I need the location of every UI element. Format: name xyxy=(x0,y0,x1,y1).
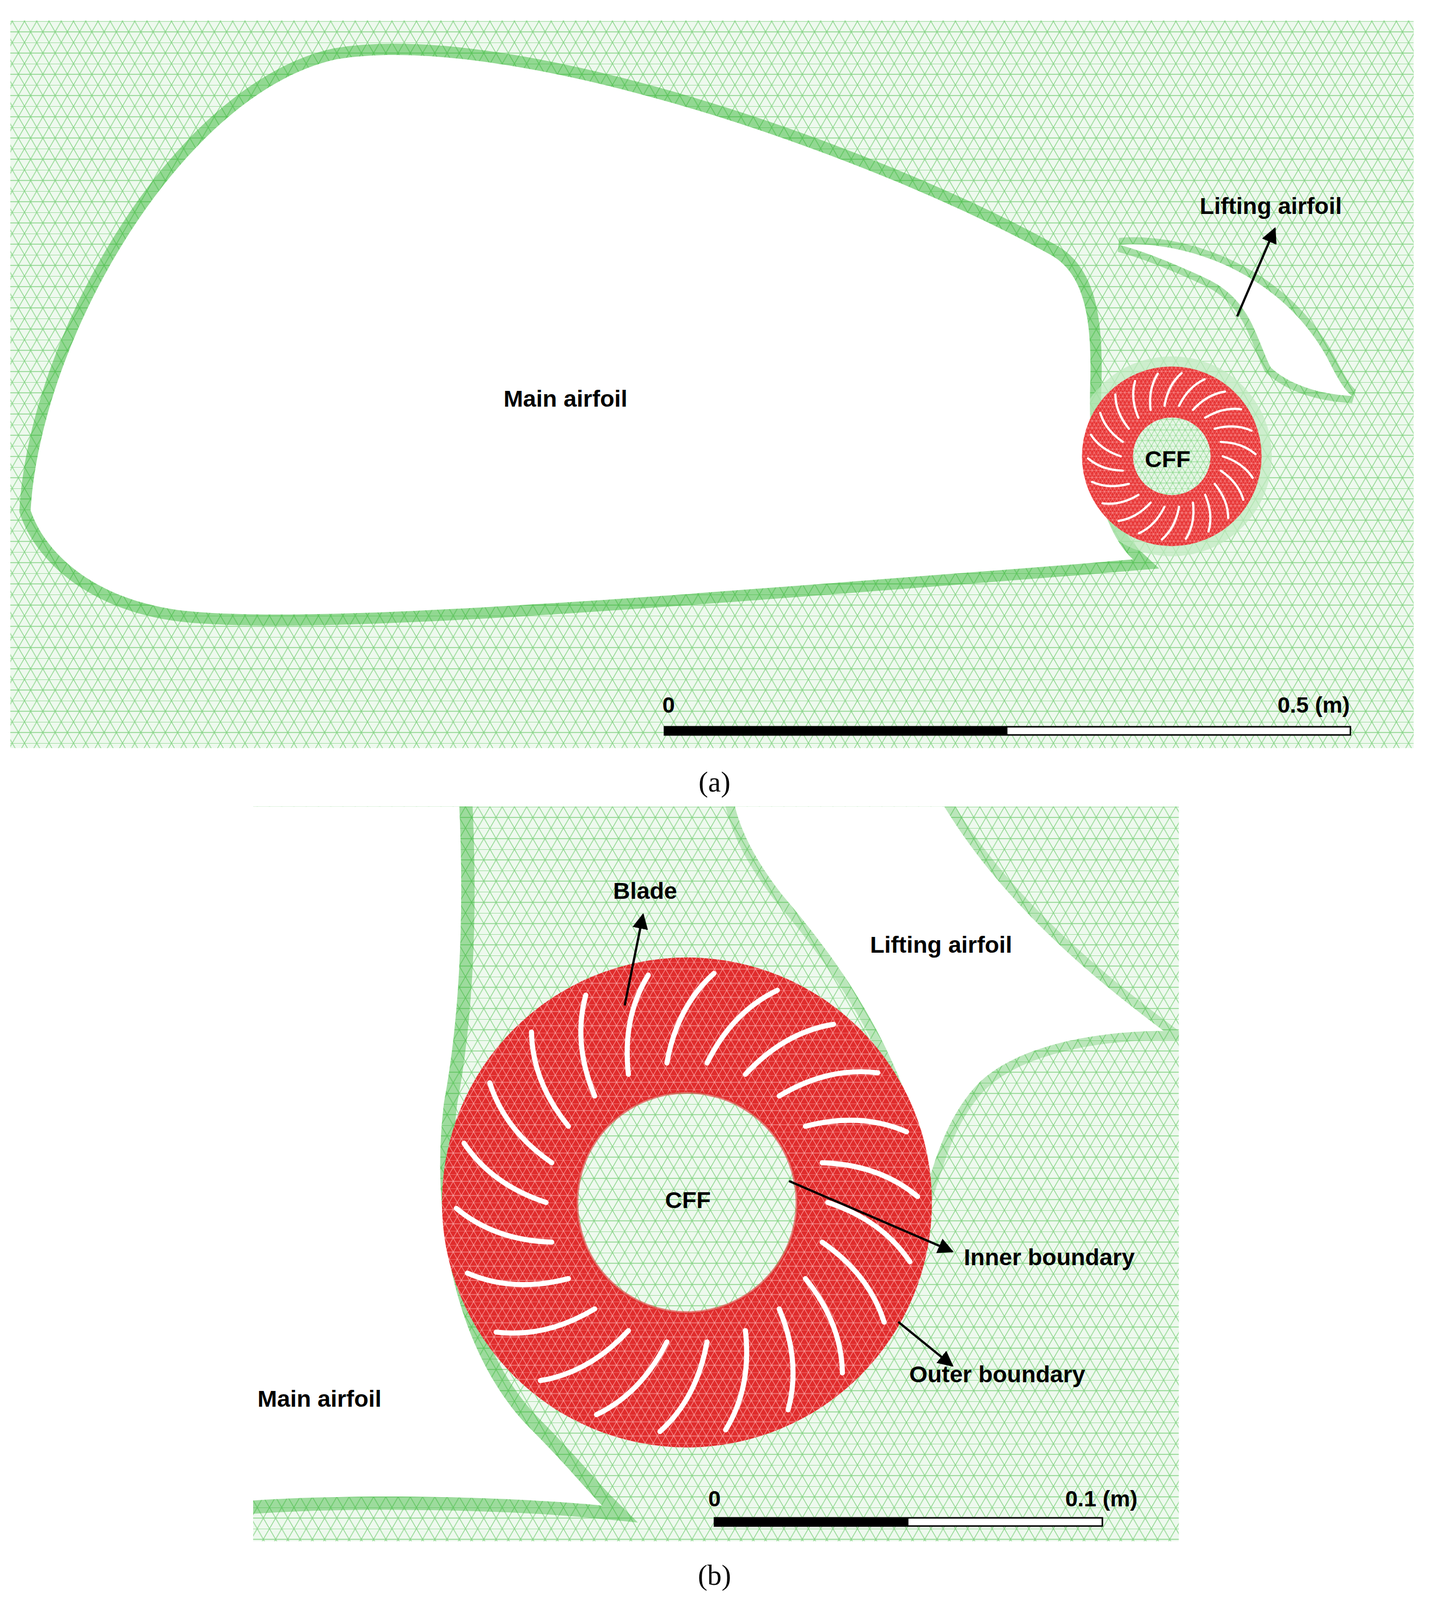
fan-blade xyxy=(531,1032,569,1127)
fan-blade xyxy=(666,973,714,1064)
fan-blade xyxy=(1214,426,1252,431)
fan-blade xyxy=(725,1330,747,1430)
fan-blade xyxy=(1164,372,1182,406)
fan-blade xyxy=(779,1308,793,1410)
fan-blade xyxy=(456,1208,552,1243)
fan-blade xyxy=(495,1308,595,1334)
scale-value: 0.1 (m) xyxy=(1065,1487,1138,1512)
fan-blade xyxy=(1118,502,1151,521)
part-label: Lifting airfoil xyxy=(1199,193,1342,219)
fan-blade xyxy=(1100,412,1123,442)
fan-blade xyxy=(540,1330,629,1381)
fan-blade xyxy=(1205,494,1211,532)
part-label: Outer boundary xyxy=(909,1362,1085,1388)
fan-blade xyxy=(580,995,595,1096)
fan-blade xyxy=(1205,408,1242,418)
fan-blade xyxy=(1220,442,1256,455)
fan-blade xyxy=(822,1242,885,1323)
part-label: Main airfoil xyxy=(503,385,628,412)
scale-value: 0 xyxy=(708,1487,721,1512)
fan-blade xyxy=(1214,483,1229,519)
part-label: Main airfoil xyxy=(257,1386,382,1413)
fan-blade xyxy=(822,1162,918,1197)
fan-blade xyxy=(1162,506,1180,540)
fan-blade xyxy=(1150,373,1158,410)
scale-value: 0.5 (m) xyxy=(1277,692,1351,718)
part-label: Inner boundary xyxy=(964,1244,1136,1271)
fan-blade xyxy=(1115,394,1130,429)
fan-blade xyxy=(1092,481,1130,487)
fan-blade xyxy=(1192,391,1225,410)
fan-blade xyxy=(745,1024,834,1075)
fan-blade xyxy=(805,1278,843,1373)
part-label: Blade xyxy=(612,878,677,904)
fan-blade xyxy=(467,1273,569,1285)
scale-value: 0 xyxy=(662,692,676,718)
fan-blade xyxy=(1088,458,1124,471)
panel-label: (b) xyxy=(697,1560,732,1592)
fan-blade xyxy=(627,974,649,1075)
part-label: CFF xyxy=(1144,446,1191,472)
fan-blade xyxy=(1220,470,1243,500)
fan-blade xyxy=(1102,494,1139,504)
fan-blade xyxy=(659,1341,707,1432)
part-label: Lifting airfoil xyxy=(869,932,1013,959)
fan-blade xyxy=(1185,502,1194,539)
fan-blade xyxy=(779,1071,878,1097)
panel-label: (a) xyxy=(698,767,731,799)
fan-blade xyxy=(805,1120,907,1132)
fan-blade xyxy=(489,1082,553,1163)
part-label: CFF xyxy=(665,1187,711,1213)
fan-blade xyxy=(1133,381,1139,418)
